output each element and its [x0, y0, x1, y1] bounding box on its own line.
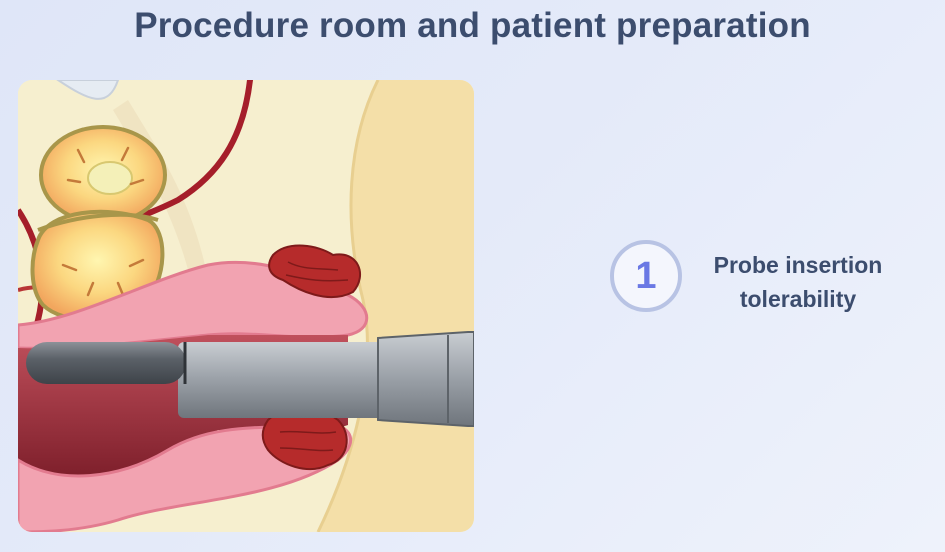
probe-tip	[26, 342, 186, 384]
skin-fold-line	[316, 80, 380, 532]
step-number: 1	[635, 255, 657, 297]
prostate-ducts	[61, 146, 145, 297]
rectal-wall	[18, 260, 369, 350]
probe-handle-end	[377, 331, 474, 427]
anatomy-illustration	[18, 80, 474, 532]
seminal-vesicle-upper	[268, 244, 362, 298]
bladder-edge	[56, 80, 120, 100]
urethral-tissue	[87, 161, 133, 195]
step-label: Probe insertion tolerability	[713, 252, 883, 312]
prostate-lobe-divider	[37, 212, 159, 232]
ultrasound-probe	[26, 331, 474, 427]
rectal-wall-lower	[18, 422, 352, 532]
page-title: Procedure room and patient preparation	[134, 6, 811, 45]
vesicle-texture	[279, 261, 349, 452]
step-number-circle	[610, 240, 682, 312]
